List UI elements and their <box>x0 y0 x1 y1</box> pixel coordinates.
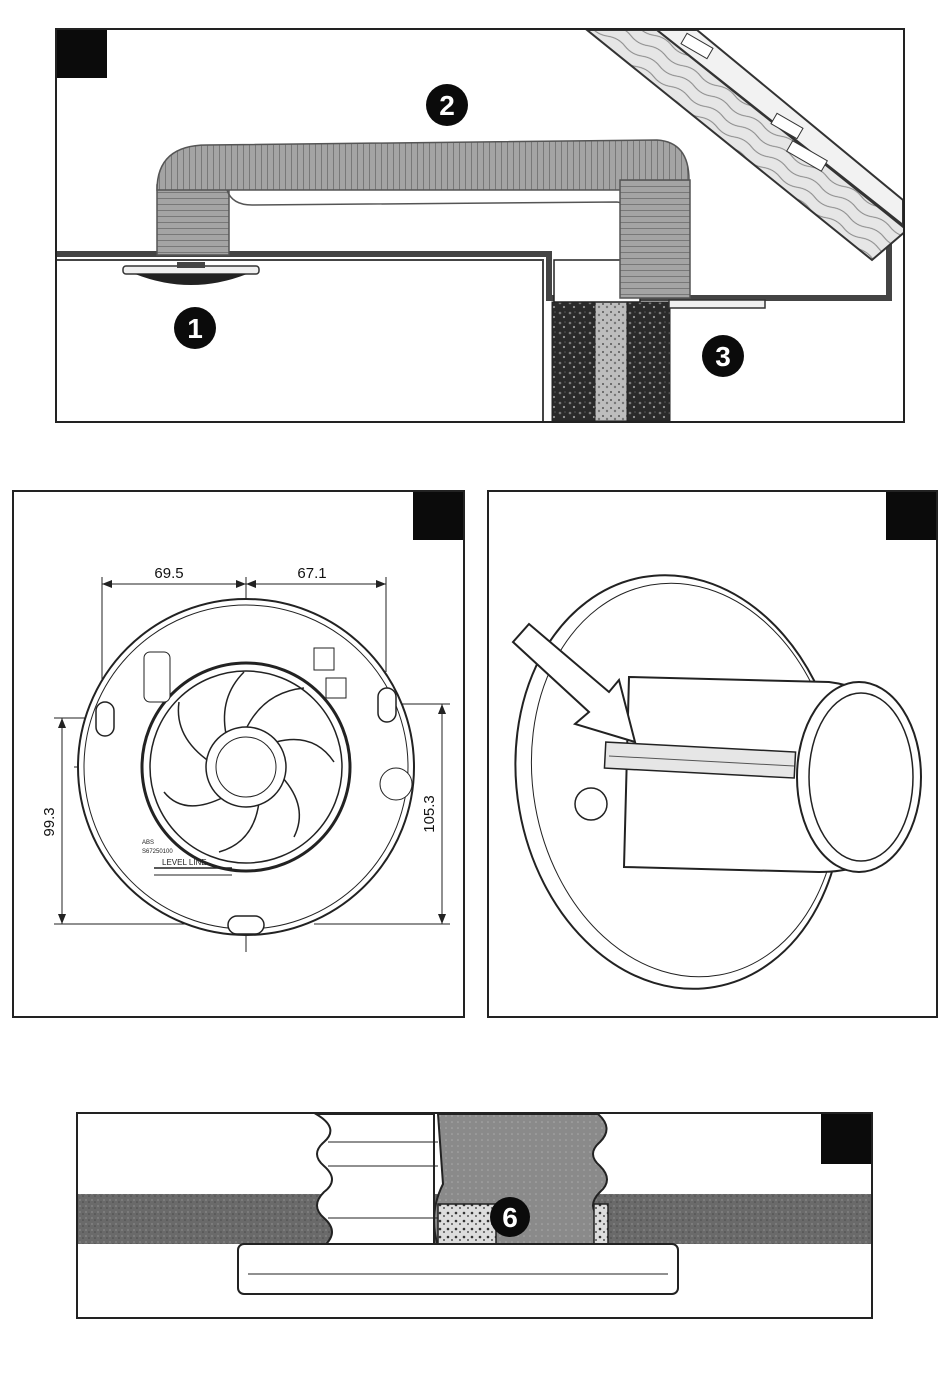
dim-right: 105.3 <box>421 795 438 833</box>
panel-corner-marker <box>821 1114 871 1164</box>
svg-text:1: 1 <box>187 313 203 344</box>
extractor-fan-unit <box>123 262 259 285</box>
fan-material-label: ABS <box>142 840 154 846</box>
panel-corner-marker <box>57 30 107 78</box>
dim-top-right: 67.1 <box>297 565 326 582</box>
installation-diagram-panel: 1 2 3 <box>55 28 905 423</box>
svg-text:3: 3 <box>715 341 731 372</box>
dim-left: 99.3 <box>41 807 58 836</box>
fan-dimension-drawing: 69.5 67.1 99.3 105.3 <box>14 492 463 1016</box>
panel-corner-marker <box>886 492 936 540</box>
svg-text:6: 6 <box>502 1202 518 1233</box>
level-line-label: LEVEL LINE <box>162 858 207 867</box>
fan-grille-plate <box>238 1244 678 1294</box>
fan-3d-drawing <box>489 492 936 1016</box>
cross-section-panel: 6 <box>76 1112 873 1319</box>
callout-6: 6 <box>490 1197 530 1237</box>
callout-1: 1 <box>174 307 216 349</box>
callout-2: 2 <box>426 84 468 126</box>
fan-part-number: S67250100 <box>142 849 173 855</box>
fan-dimensions-panel: 69.5 67.1 99.3 105.3 <box>12 490 465 1018</box>
fan-face <box>78 599 414 935</box>
outlet-grille <box>669 300 765 308</box>
installation-diagram: 1 2 3 <box>57 30 903 421</box>
panel-corner-marker <box>413 492 463 540</box>
fan-spigot <box>604 677 921 872</box>
fan-3d-panel <box>487 490 938 1018</box>
cross-section-drawing: 6 <box>78 1114 871 1317</box>
svg-text:2: 2 <box>439 90 455 121</box>
dim-top-left: 69.5 <box>154 565 183 582</box>
callout-3: 3 <box>702 335 744 377</box>
foam-seal <box>438 1204 496 1244</box>
